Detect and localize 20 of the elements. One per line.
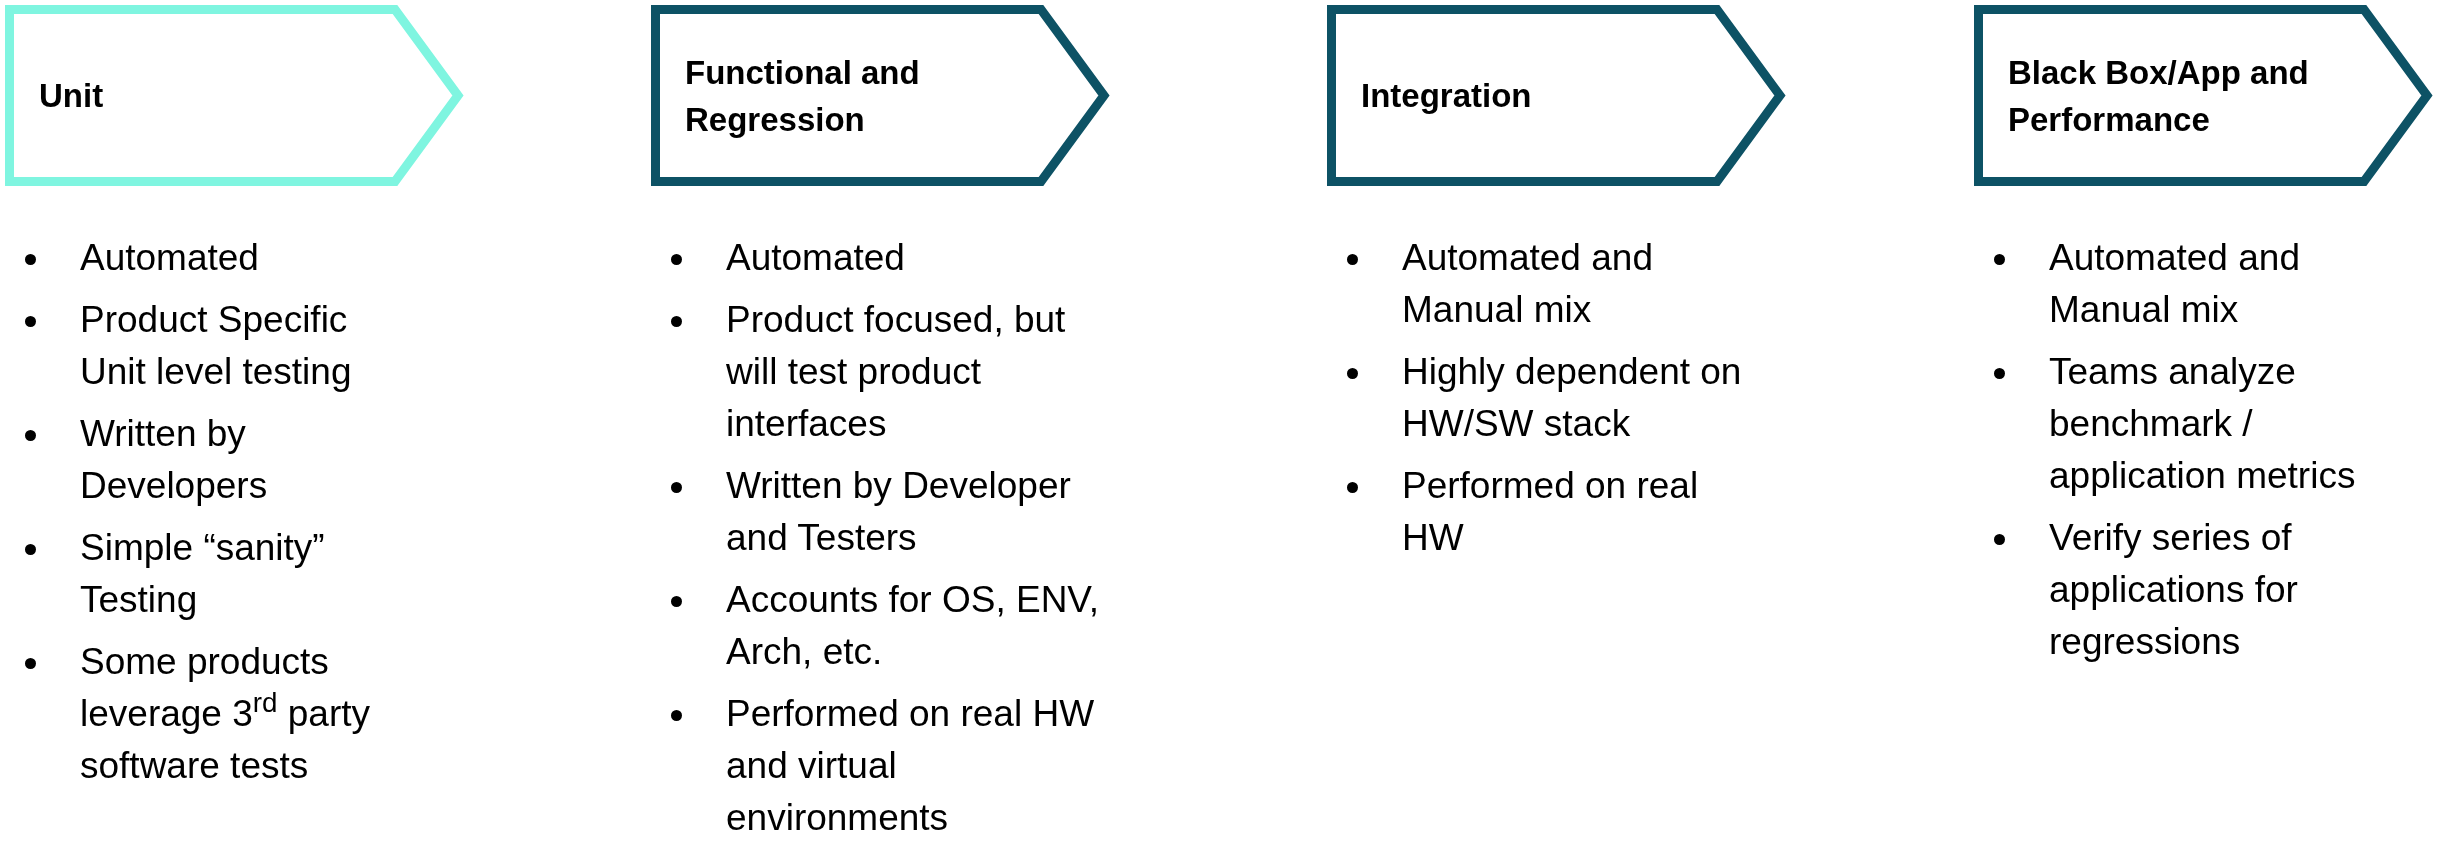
stage-heading: Black Box/App and Performance <box>2008 52 2310 140</box>
bullet-text: Simple “sanity” Testing <box>80 526 326 622</box>
stage-heading: Functional and Regression <box>685 52 921 140</box>
bullet-text: Written by Developer and Testers <box>726 464 1072 560</box>
bullet-text: Written by Developers <box>80 412 269 508</box>
bullet-text: Performed on real HW and virtual environments <box>726 692 1096 840</box>
bullet-text: Product focused, but will test product interfaces <box>726 298 1067 446</box>
bullet-text: Product Specific Unit level testing <box>80 298 353 394</box>
bullet-text: Performed on real HW <box>1402 464 1700 560</box>
bullet-text: Accounts for OS, ENV, Arch, etc. <box>726 578 1100 674</box>
bullet-text: Automated <box>80 236 260 280</box>
stage-heading: Unit <box>39 76 104 116</box>
stage-heading: Integration <box>1361 76 1532 116</box>
bullet-text: Automated <box>726 236 906 280</box>
bullet-text: Teams analyze benchmark / application metrics <box>2049 350 2357 498</box>
bullet-text: Verify series of applications for regressions <box>2049 516 2299 664</box>
bullet-text: Highly dependent on HW/SW stack <box>1402 350 1742 446</box>
bullet-text: Automated and Manual mix <box>2049 236 2301 332</box>
bullet-text: Automated and Manual mix <box>1402 236 1654 332</box>
bullet-text: Some products leverage 3$^{rd}$ party software tests <box>80 640 372 788</box>
